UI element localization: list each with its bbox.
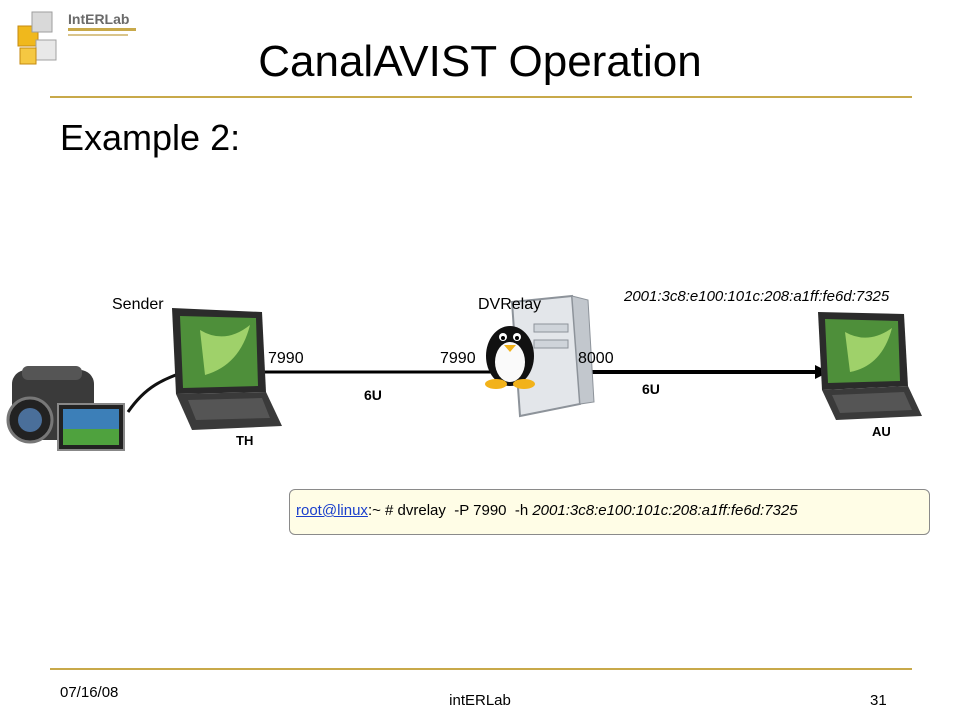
intERLab-logo: IntERLab bbox=[17, 11, 136, 65]
sender-port: 7990 bbox=[268, 350, 304, 367]
relay-out-port: 8000 bbox=[578, 350, 614, 367]
footer-date: 07/16/08 bbox=[60, 684, 119, 701]
relay-label: DVRelay bbox=[478, 296, 542, 313]
relay-in-port: 7990 bbox=[440, 350, 476, 367]
sender-laptop-icon bbox=[172, 308, 282, 430]
root-linux-link[interactable]: root@linux bbox=[296, 502, 368, 519]
link1-label: 6U bbox=[364, 387, 382, 403]
linux-penguin-icon bbox=[485, 326, 535, 389]
slide-subtitle: Example 2: bbox=[60, 117, 241, 158]
command-body: :~ # dvrelay -P 7990 -h bbox=[367, 502, 533, 519]
sender-label: Sender bbox=[112, 296, 164, 313]
command-address: 2001:3c8:e100:101c:208:a1ff:fe6d:7325 bbox=[532, 502, 798, 519]
title-divider bbox=[50, 96, 912, 98]
command-box bbox=[289, 489, 930, 535]
sender-host-label: TH bbox=[236, 433, 254, 448]
footer-divider bbox=[50, 668, 912, 670]
receiver-laptop-icon bbox=[818, 312, 922, 420]
link2-label: 6U bbox=[642, 381, 660, 397]
receiver-host-label: AU bbox=[872, 424, 891, 439]
command-line: root@linux:~ # dvrelay -P 7990 -h 2001:3… bbox=[296, 502, 798, 519]
receiver-address: 2001:3c8:e100:101c:208:a1ff:fe6d:7325 bbox=[624, 288, 890, 305]
footer-center-text: intERLab bbox=[449, 692, 511, 709]
camcorder-icon bbox=[6, 366, 125, 451]
svg-text:IntERLab: IntERLab bbox=[68, 11, 129, 27]
slide-title: CanalAVIST Operation bbox=[258, 37, 702, 86]
page-number: 31 bbox=[870, 692, 887, 709]
